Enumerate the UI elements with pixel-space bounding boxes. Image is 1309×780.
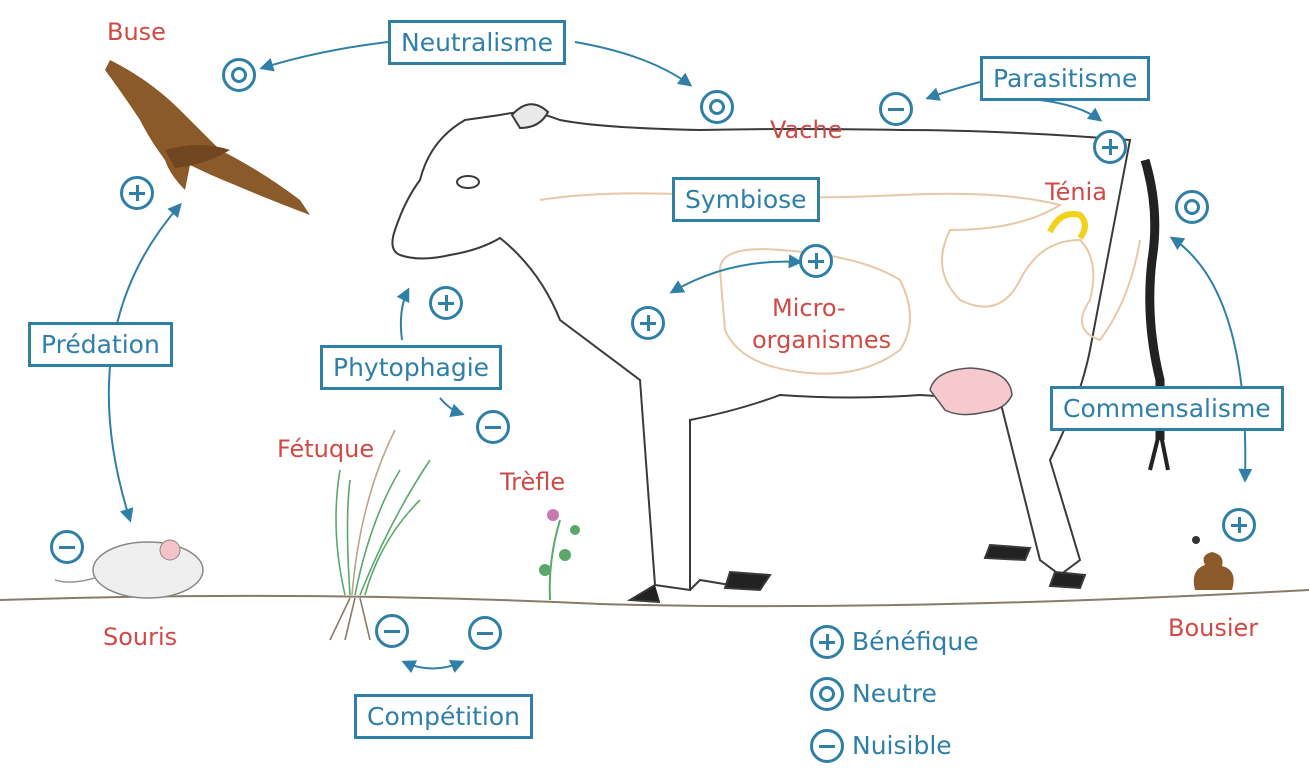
organism-bousier: Bousier (1168, 616, 1258, 640)
organism-trefle: Trèfle (500, 470, 565, 494)
clover-illustration (539, 509, 580, 600)
plus-symbol-icon (799, 244, 833, 278)
organism-vache: Vache (770, 118, 842, 142)
udder-icon (930, 368, 1012, 415)
organism-micro-line2: organismes (752, 328, 891, 352)
neutral-symbol-icon (1175, 190, 1209, 224)
relation-symbiose: Symbiose (672, 177, 820, 222)
legend-nuisible: Nuisible (852, 733, 952, 758)
plus-symbol-icon (429, 286, 463, 320)
legend-benefique: Bénéfique (852, 629, 979, 654)
dung-illustration (1192, 536, 1234, 590)
minus-symbol-icon (879, 92, 913, 126)
plus-symbol-icon (1093, 130, 1127, 164)
neutral-symbol-icon (222, 58, 256, 92)
organism-souris: Souris (103, 625, 177, 649)
relation-parasitisme: Parasitisme (980, 56, 1150, 101)
plus-symbol-icon (1222, 508, 1256, 542)
relation-predation: Prédation (28, 322, 173, 367)
organism-fetuque: Fétuque (277, 437, 374, 461)
plus-symbol-icon (120, 176, 154, 210)
organism-tenia: Ténia (1045, 180, 1107, 204)
legend-neutral-icon (810, 677, 844, 711)
minus-symbol-icon (50, 530, 84, 564)
legend-neutre: Neutre (852, 681, 937, 706)
minus-symbol-icon (375, 614, 409, 648)
minus-symbol-icon (476, 410, 510, 444)
organism-micro-line1: Micro- (772, 296, 846, 320)
legend-minus-icon (810, 729, 844, 763)
relation-commensalisme: Commensalisme (1050, 386, 1284, 431)
plus-symbol-icon (631, 306, 665, 340)
minus-symbol-icon (468, 616, 502, 650)
relation-neutralisme: Neutralisme (388, 20, 566, 65)
organism-buse: Buse (107, 20, 166, 44)
neutral-symbol-icon (700, 90, 734, 124)
relation-phytophagie: Phytophagie (320, 345, 502, 390)
legend-plus-icon (810, 625, 844, 659)
relation-competition: Compétition (354, 694, 533, 739)
